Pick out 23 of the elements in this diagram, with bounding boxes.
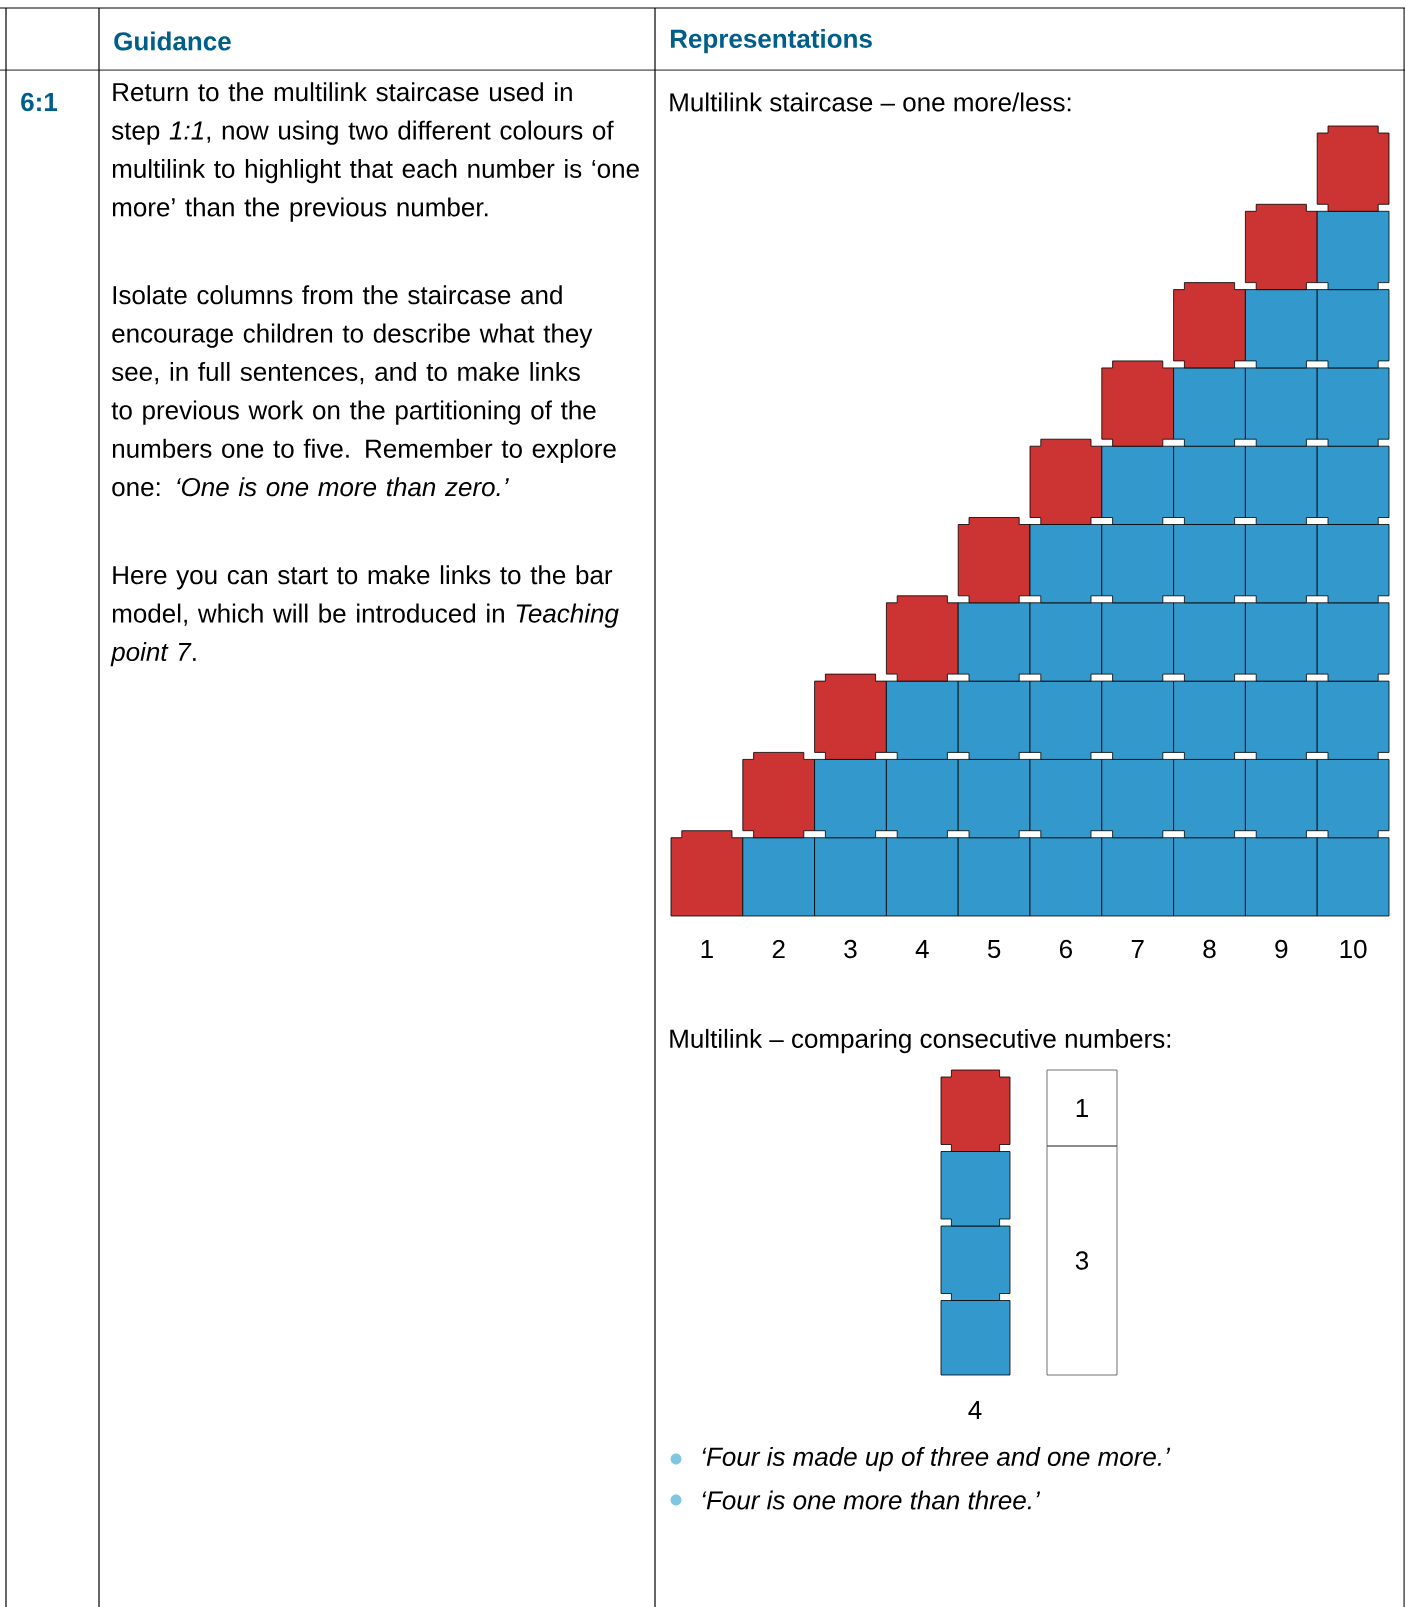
column-heading: Representations bbox=[670, 28, 872, 54]
column-number: 8 bbox=[1203, 939, 1216, 959]
column-number: 10 bbox=[1340, 939, 1367, 959]
bullet-point: ‘Four is made up of three and one more.’ bbox=[670, 1446, 1171, 1472]
column-number: 9 bbox=[1275, 939, 1288, 959]
column-number: 2 bbox=[772, 939, 785, 959]
column-number: 1 bbox=[701, 940, 713, 958]
column-number: 5 bbox=[987, 939, 1001, 959]
column-number: 3 bbox=[844, 939, 857, 959]
column-number: 4 bbox=[915, 940, 929, 958]
guidance-paragraph: Here you can start to make links to the bar model, which will be introduced in Teaching point 7. bbox=[110, 565, 619, 667]
section-heading: Multilink – comparing consecutive numbers: bbox=[670, 1028, 1171, 1054]
column-number: 6 bbox=[1060, 939, 1072, 959]
section-heading: Multilink staircase – one more/less: bbox=[670, 92, 1071, 112]
bar-segment: 1 bbox=[1046, 1069, 1118, 1147]
bullet-point: ‘Four is one more than three.’ bbox=[670, 1490, 1041, 1510]
row-number: 6:1 bbox=[21, 92, 58, 112]
column-heading: Guidance bbox=[114, 31, 231, 51]
column-number: 7 bbox=[1131, 940, 1144, 958]
bar-segment: 3 bbox=[1046, 1145, 1118, 1376]
guidance-paragraph: Isolate columns from the staircase and encourage children to describe what they see, in full sentences, and to make links to previous work on the partitioning of the numbers one to five. Remember to explore one: ‘One is one more than zero.’ bbox=[111, 285, 616, 497]
tower-number: 4 bbox=[968, 1401, 982, 1419]
guidance-paragraph: Return to the multilink staircase used in step 1:1, now using two different colours of multilink to highlight that each number is ‘one more’ than the previous number. bbox=[111, 82, 639, 222]
